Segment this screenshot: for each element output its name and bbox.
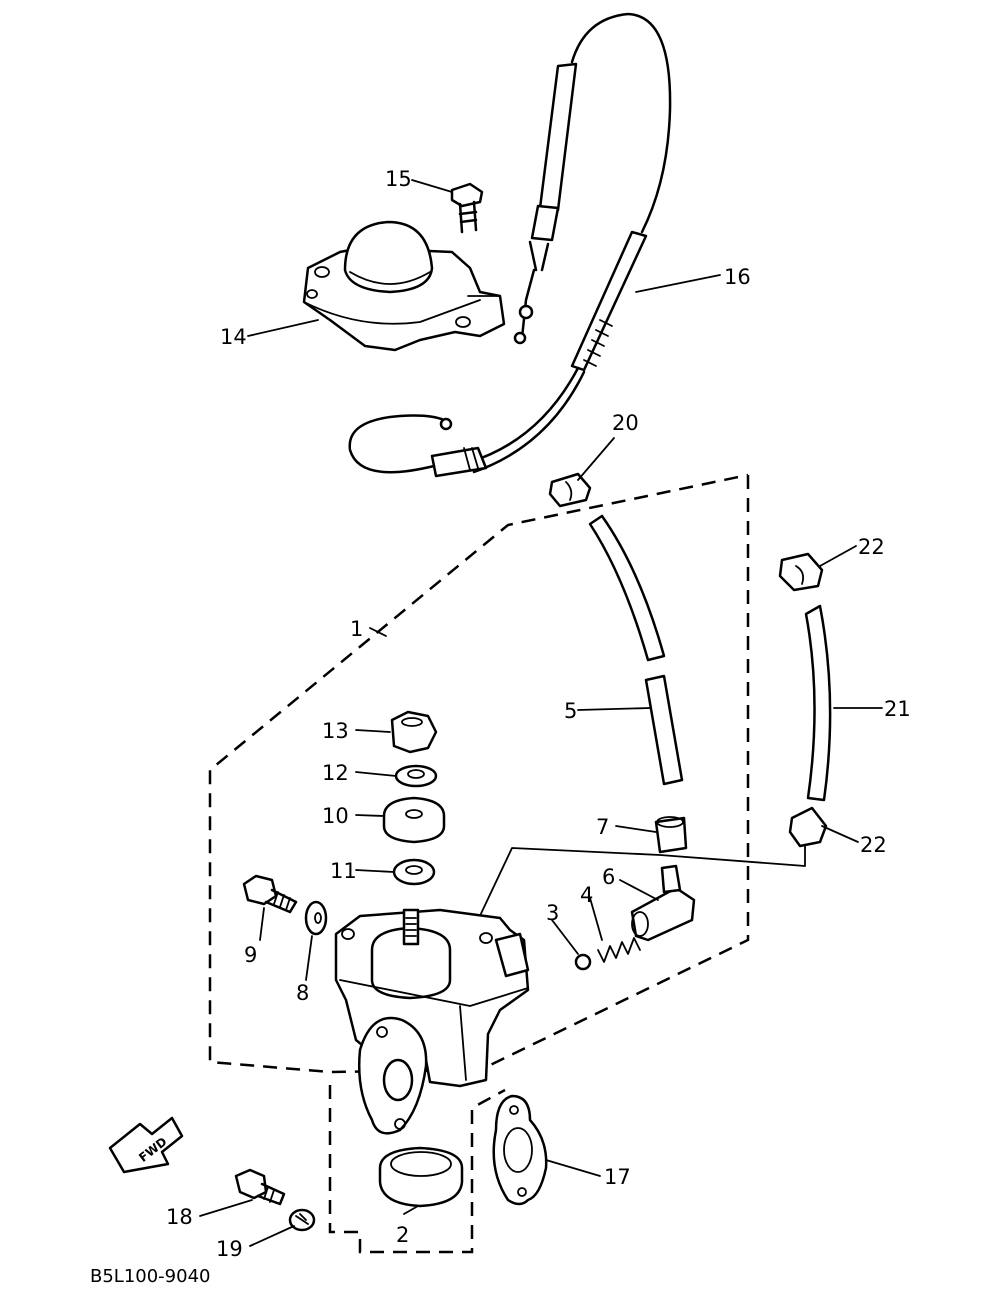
gasket-17 — [492, 1094, 548, 1206]
callout-5: 5 — [564, 699, 577, 723]
elbow-joint-6 — [630, 864, 696, 942]
callout-17: 17 — [604, 1165, 631, 1189]
bolt-9 — [242, 874, 298, 914]
callout-10: 10 — [322, 804, 349, 828]
drawing-code: B5L100-9040 — [90, 1266, 211, 1287]
callout-11: 11 — [330, 859, 357, 883]
pump-body — [334, 908, 530, 1135]
washer-12 — [394, 764, 438, 788]
callout-9: 9 — [244, 943, 257, 967]
callout-6: 6 — [602, 865, 615, 889]
nut-13 — [390, 710, 438, 754]
tube-joint-connector-line — [477, 841, 806, 921]
washer-19 — [288, 1208, 316, 1232]
tube-5-lower — [644, 674, 684, 786]
tube-joint-22-bottom — [788, 806, 828, 848]
callout-1: 1 — [350, 617, 363, 641]
callout-8: 8 — [296, 981, 309, 1005]
cable-16 — [348, 12, 672, 478]
spring-4 — [597, 937, 641, 963]
callout-22-top: 22 — [858, 535, 885, 559]
callout-12: 12 — [322, 761, 349, 785]
callout-19: 19 — [216, 1237, 243, 1261]
tube-joint-20 — [548, 472, 592, 508]
tube-21 — [804, 604, 832, 802]
callout-14: 14 — [220, 325, 247, 349]
callout-15: 15 — [385, 167, 412, 191]
assembly-1-boundary — [208, 473, 750, 1074]
bolt-18 — [234, 1168, 286, 1206]
cover-14 — [302, 220, 506, 352]
callouts: 15 14 16 20 22 21 22 1 5 7 13 12 10 11 6… — [166, 167, 911, 1261]
assembly-lower-boundary — [328, 1085, 506, 1254]
washer-8 — [304, 900, 328, 936]
seal-2 — [378, 1146, 464, 1208]
callout-21: 21 — [884, 697, 911, 721]
callout-18: 18 — [166, 1205, 193, 1229]
callout-20: 20 — [612, 411, 639, 435]
tube-joint-22-top — [778, 552, 824, 592]
fwd-arrow-icon: FWD — [108, 1116, 184, 1174]
callout-3: 3 — [546, 901, 559, 925]
washer-11 — [392, 858, 436, 886]
leader-lines — [199, 179, 883, 1247]
callout-2: 2 — [396, 1223, 409, 1247]
callout-13: 13 — [322, 719, 349, 743]
callout-7: 7 — [596, 815, 609, 839]
o-ring-3 — [574, 953, 592, 971]
tube-joint-7 — [654, 816, 688, 854]
washer-10 — [382, 796, 446, 844]
tube-5-upper — [588, 514, 666, 662]
screw-15 — [450, 182, 484, 234]
callout-22-bottom: 22 — [860, 833, 887, 857]
callout-4: 4 — [580, 883, 593, 907]
callout-16: 16 — [724, 265, 751, 289]
